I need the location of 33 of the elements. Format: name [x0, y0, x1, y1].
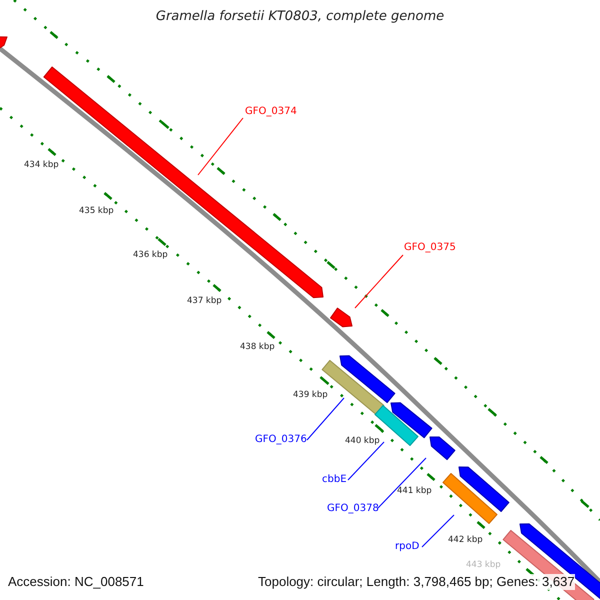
- tick-label: 435 kbp: [79, 206, 114, 216]
- tick-label: 437 kbp: [187, 296, 222, 306]
- gene-label: GFO_0374: [245, 106, 297, 118]
- leader-line: [348, 442, 384, 480]
- gene-label: GFO_0375: [404, 242, 456, 254]
- tick-label: 438 kbp: [240, 342, 275, 352]
- tick-label: 439 kbp: [293, 390, 328, 400]
- gene-label: GFO_0376: [255, 434, 307, 446]
- leader-line: [378, 458, 426, 508]
- gene-feature: [442, 473, 498, 524]
- leader-line: [306, 398, 344, 440]
- gene-feature: [43, 66, 324, 298]
- gene-feature: [430, 436, 456, 460]
- gene-label: GFO_0378: [327, 503, 379, 515]
- tick-label: 436 kbp: [133, 250, 168, 260]
- tick-label: 434 kbp: [24, 160, 59, 170]
- gene-feature: [0, 36, 8, 51]
- gene-feature: [330, 308, 352, 328]
- leader-line: [198, 118, 244, 176]
- chart-title: Gramella forsetii KT0803, complete genome: [156, 9, 444, 24]
- tick-label: 440 kbp: [345, 436, 380, 446]
- footer-text: Topology: circular; Length: 3,798,465 bp; Genes: 3,637: [258, 574, 575, 590]
- tick-label: 442 kbp: [448, 535, 483, 545]
- gene-label: rpoD: [395, 541, 420, 553]
- tick-label: 441 kbp: [397, 486, 432, 496]
- leader-line: [422, 514, 454, 548]
- gene-feature: [458, 466, 510, 512]
- leader-line: [354, 254, 404, 308]
- tick-label: 443 kbp: [466, 560, 501, 570]
- gene-label: cbbE: [322, 474, 347, 486]
- gene-feature: [340, 355, 396, 404]
- gene-feature: [390, 402, 432, 438]
- footer-text: Accession: NC_008571: [8, 574, 144, 590]
